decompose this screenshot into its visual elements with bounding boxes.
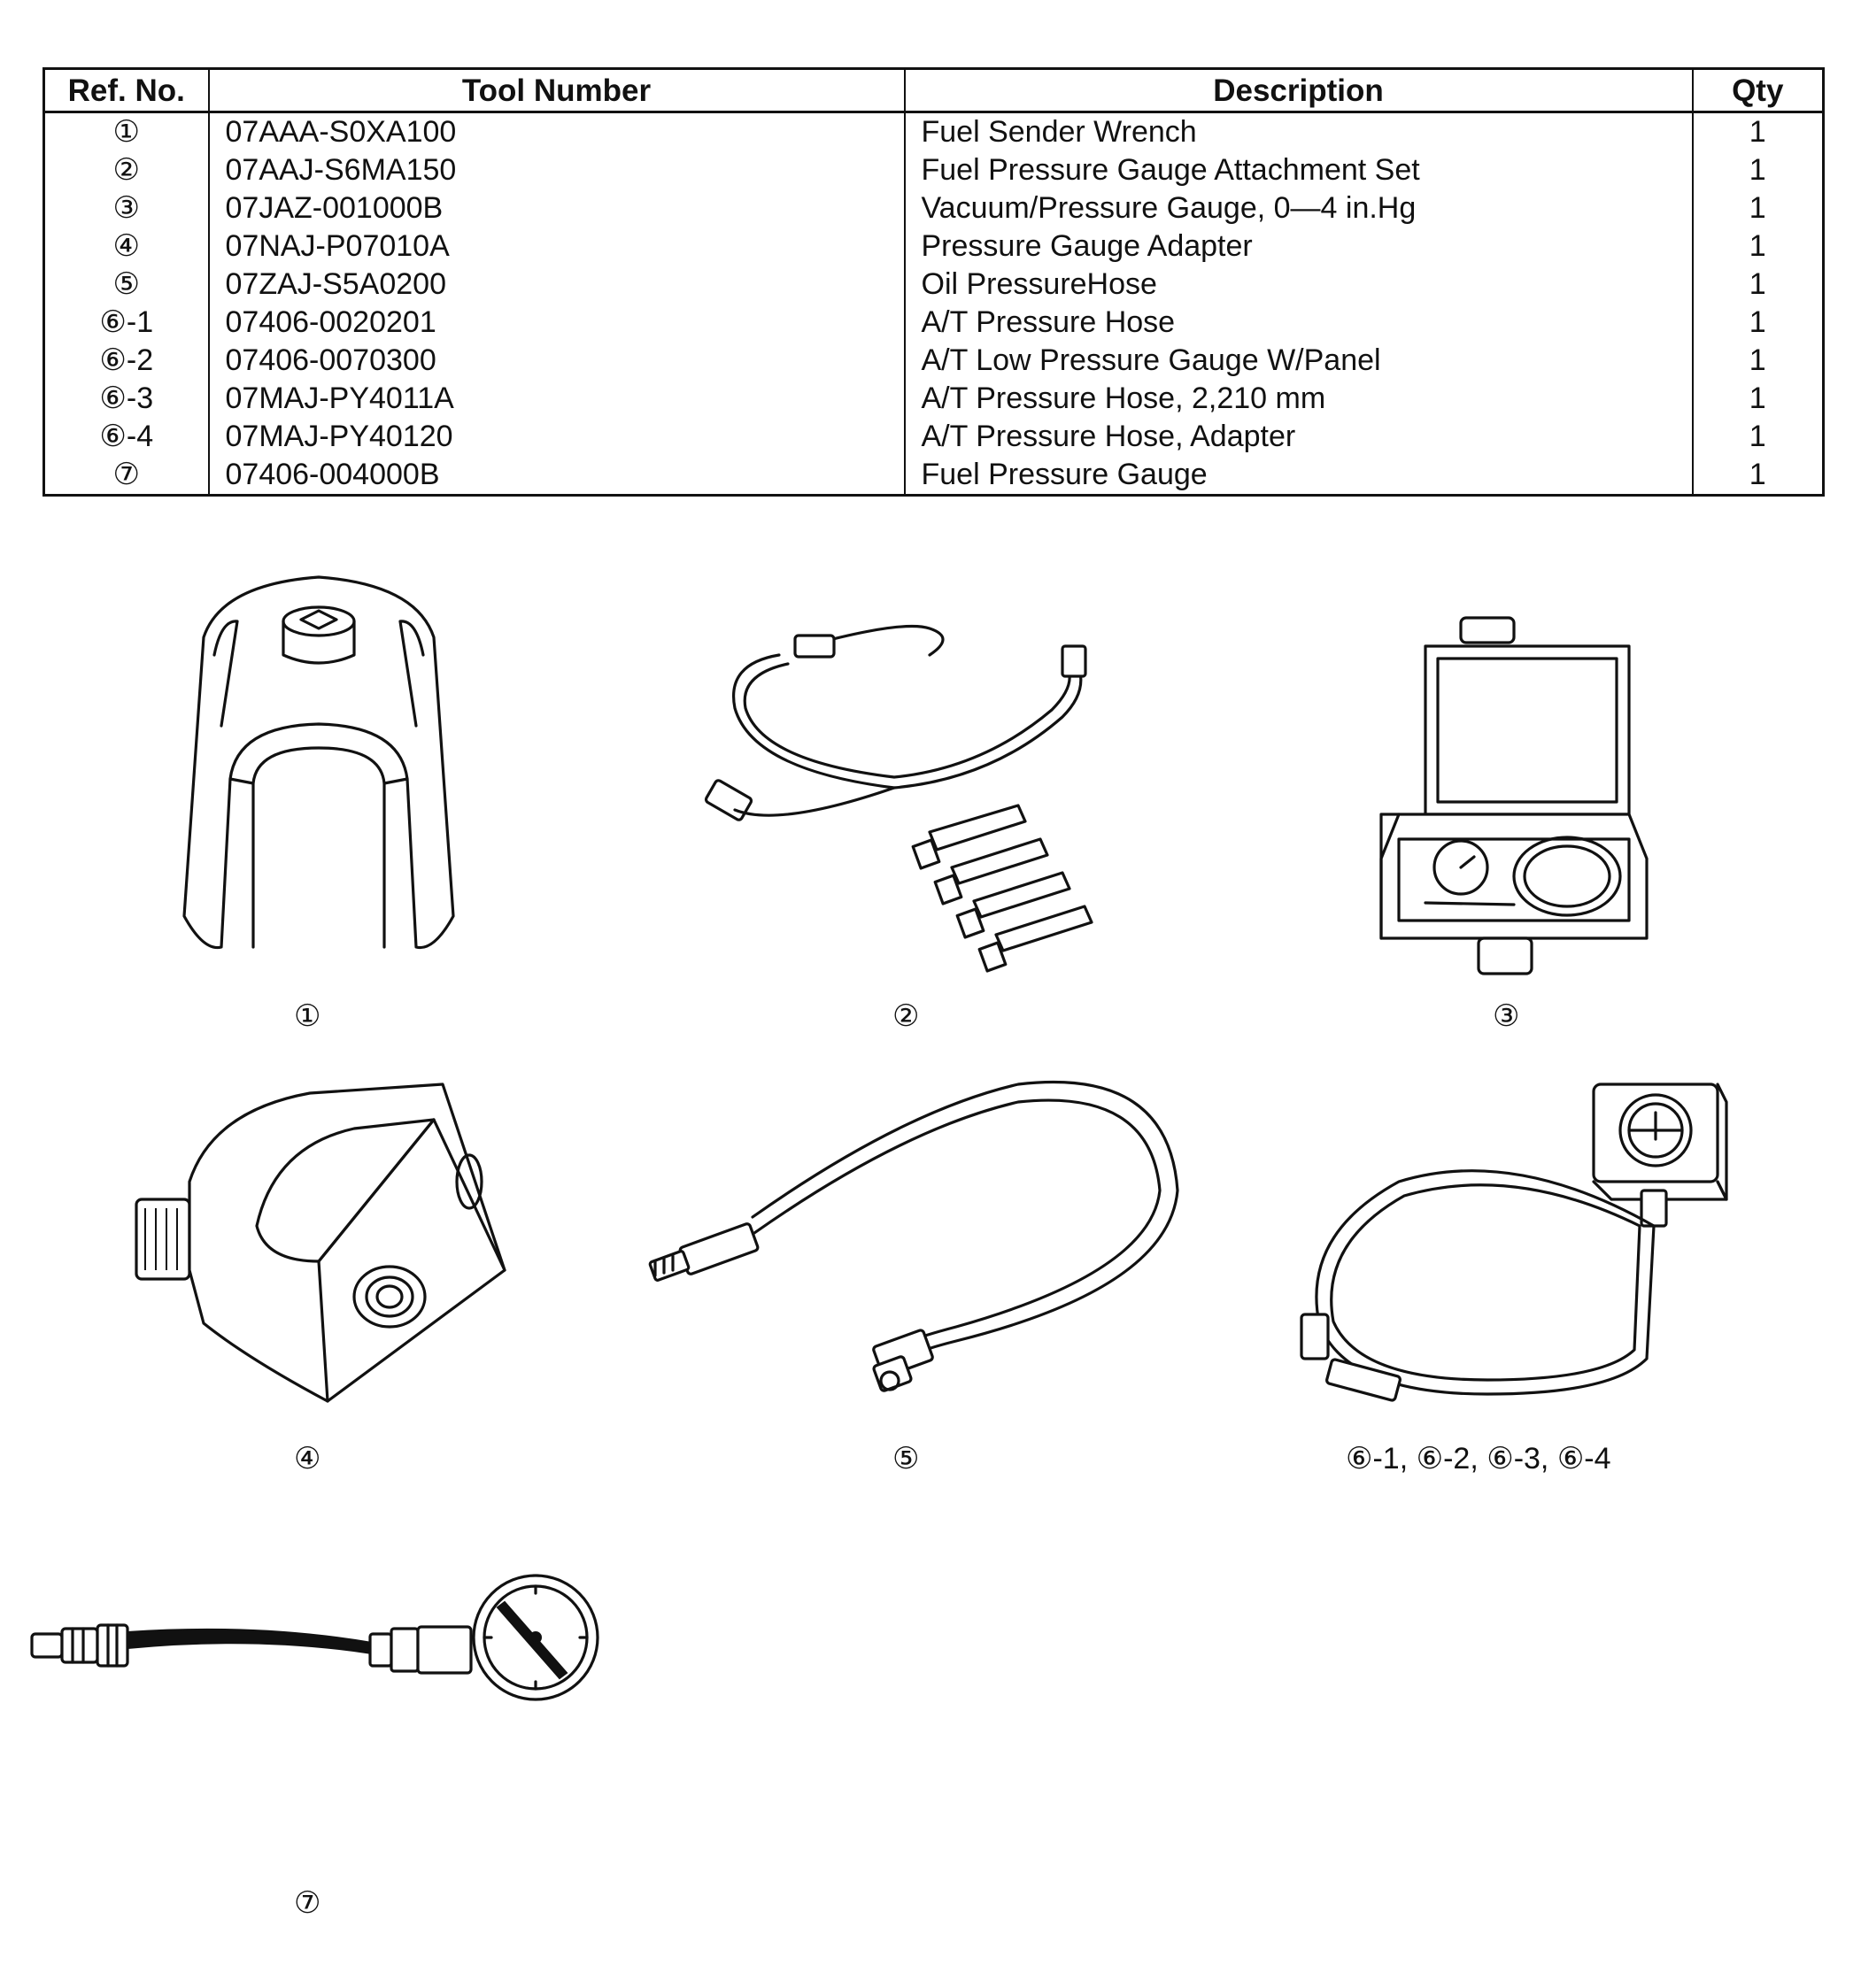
attachment-set-drawing [704,624,1093,973]
fuel-pressure-gauge-attachment-set-illustration [691,611,1151,991]
cell-qty: 1 [1691,189,1825,227]
table-row: ⑥-4 07MAJ-PY40120 A/T Pressure Hose, Ada… [42,418,1825,456]
cell-description: Oil PressureHose [903,266,1694,304]
header-qty: Qty [1691,68,1825,113]
cell-ref: ⑥-1 [42,304,210,342]
fuel-sender-wrench-illustration [168,566,469,965]
table-row: ⑥-2 07406-0070300 A/T Low Pressure Gauge… [42,342,1825,380]
fuel-pressure-gauge-illustration [27,1558,611,1735]
cell-ref: ⑥-4 [42,418,210,456]
cell-tool-number: 07JAZ-001000B [207,189,906,227]
cell-qty: 1 [1691,380,1825,418]
cell-qty: 1 [1691,456,1825,496]
cell-ref: ⑥-3 [42,380,210,418]
pressure-gauge-adapter-illustration [124,1075,531,1412]
table-row: ⑥-1 07406-0020201 A/T Pressure Hose 1 [42,304,1825,342]
table-row: ④ 07NAJ-P07010A Pressure Gauge Adapter 1 [42,227,1825,266]
cell-qty: 1 [1691,227,1825,266]
adapter-fitting [977,905,1093,973]
figure-caption-3: ③ [1493,999,1520,1033]
cell-description: A/T Pressure Hose, 2,210 mm [903,380,1694,418]
oil-pressure-hose-drawing [648,1080,1179,1392]
adapter-fitting [911,804,1027,870]
cell-tool-number: 07ZAJ-S5A0200 [207,266,906,304]
at-low-pressure-gauge-panel-illustration [1293,1075,1753,1429]
table-header-row: Ref. No. Tool Number Description Qty [42,68,1825,113]
table-row: ③ 07JAZ-001000B Vacuum/Pressure Gauge, 0… [42,189,1825,227]
cell-description: A/T Pressure Hose [903,304,1694,342]
figure-caption-4: ④ [294,1442,321,1476]
cell-ref: ⑥-2 [42,342,210,380]
figure-caption-2: ② [892,999,920,1033]
table-row: ⑦ 07406-004000B Fuel Pressure Gauge 1 [42,456,1825,496]
cell-ref: ⑤ [42,266,210,304]
cell-description: Pressure Gauge Adapter [903,227,1694,266]
cell-tool-number: 07NAJ-P07010A [207,227,906,266]
cell-qty: 1 [1691,418,1825,456]
cell-tool-number: 07AAJ-S6MA150 [207,151,906,189]
header-description: Description [903,68,1694,113]
special-tools-table: Ref. No. Tool Number Description Qty ① 0… [42,67,1825,497]
table-row: ② 07AAJ-S6MA150 Fuel Pressure Gauge Atta… [42,151,1825,189]
header-tool-number: Tool Number [207,68,906,113]
cell-description: Fuel Pressure Gauge Attachment Set [903,151,1694,189]
cell-description: Fuel Pressure Gauge [903,456,1694,496]
figure-caption-6: ⑥-1, ⑥-2, ⑥-3, ⑥-4 [1346,1442,1611,1476]
figure-caption-7: ⑦ [294,1886,321,1920]
fuel-pressure-gauge-drawing [30,1574,599,1701]
cell-qty: 1 [1691,304,1825,342]
pressure-gauge-adapter-drawing [135,1083,506,1403]
cell-description: Vacuum/Pressure Gauge, 0—4 in.Hg [903,189,1694,227]
header-ref-no: Ref. No. [42,68,210,113]
cell-description: A/T Low Pressure Gauge W/Panel [903,342,1694,380]
table-row: ⑤ 07ZAJ-S5A0200 Oil PressureHose 1 [42,266,1825,304]
cell-tool-number: 07MAJ-PY4011A [207,380,906,418]
cell-tool-number: 07406-0070300 [207,342,906,380]
cell-qty: 1 [1691,266,1825,304]
adapter-fitting [933,837,1049,905]
cell-tool-number: 07406-0020201 [207,304,906,342]
cell-qty: 1 [1691,151,1825,189]
cell-tool-number: 07AAA-S0XA100 [207,112,906,151]
figure-caption-5: ⑤ [892,1442,920,1476]
table-row: ⑥-3 07MAJ-PY4011A A/T Pressure Hose, 2,2… [42,380,1825,418]
vacuum-pressure-gauge-case-illustration [1363,611,1656,991]
cell-qty: 1 [1691,342,1825,380]
fuel-sender-wrench-drawing [182,575,455,950]
cell-ref: ④ [42,227,210,266]
gauge-case-drawing [1379,616,1649,975]
cell-tool-number: 07406-004000B [207,456,906,496]
cell-ref: ③ [42,189,210,227]
cell-ref: ⑦ [42,456,210,496]
cell-description: A/T Pressure Hose, Adapter [903,418,1694,456]
cell-description: Fuel Sender Wrench [903,112,1694,151]
cell-tool-number: 07MAJ-PY40120 [207,418,906,456]
table-row: ① 07AAA-S0XA100 Fuel Sender Wrench 1 [42,112,1825,151]
adapter-fitting [955,871,1071,939]
oil-pressure-hose-illustration [637,1075,1186,1412]
cell-qty: 1 [1691,112,1825,151]
cell-ref: ① [42,112,210,151]
cell-ref: ② [42,151,210,189]
figure-caption-1: ① [294,999,321,1033]
at-pressure-gauge-drawing [1300,1083,1728,1402]
